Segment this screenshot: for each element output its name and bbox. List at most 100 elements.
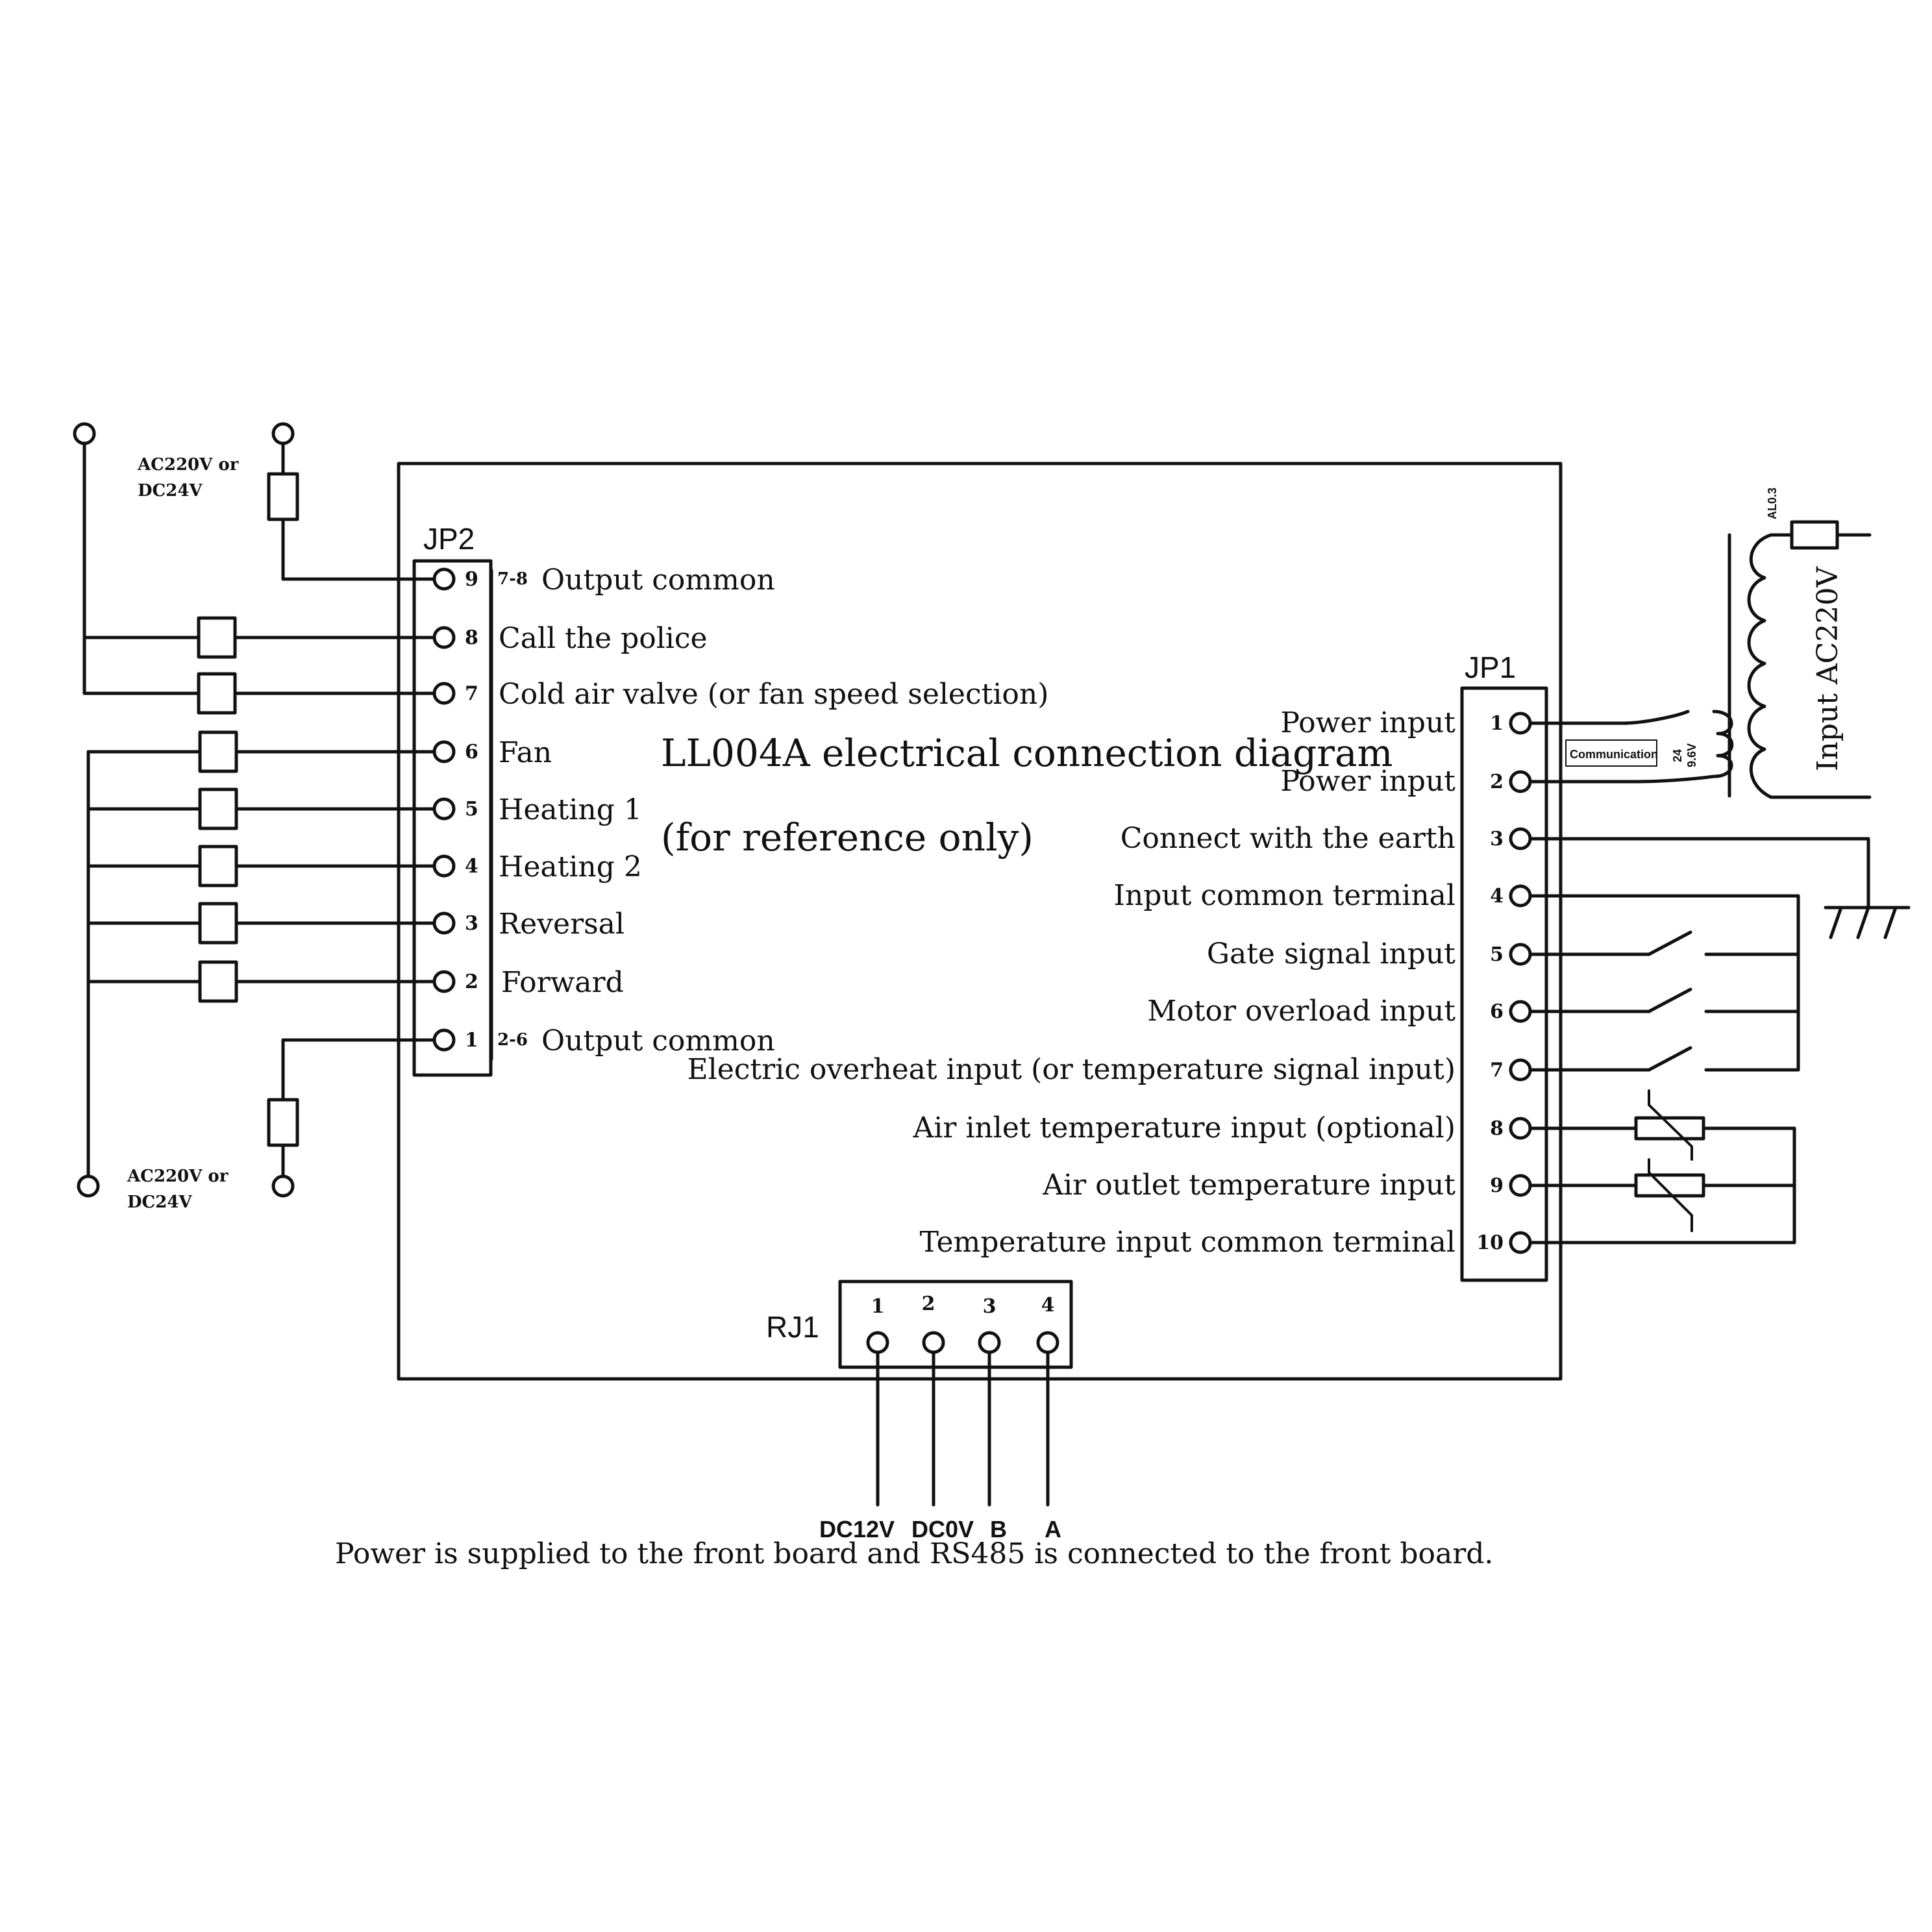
rj1-signal: A xyxy=(1045,1516,1061,1542)
jp1-pin-label: Air outlet temperature input xyxy=(1042,1169,1455,1202)
jp1-terminal-10 xyxy=(1509,1231,1532,1254)
load-5 xyxy=(198,787,238,830)
jp1-pin-label: Power input xyxy=(1280,706,1455,739)
jp1-terminal-1 xyxy=(1509,712,1532,735)
jp2-terminals xyxy=(432,567,456,1052)
jp1-terminal-7 xyxy=(1509,1058,1532,1082)
jp2-terminal-6 xyxy=(432,740,456,763)
rj1-pin-num: 4 xyxy=(1041,1294,1055,1317)
jp1-connector xyxy=(1460,686,1548,1282)
jp1-pin-label: Connect with the earth xyxy=(1121,822,1455,855)
sensor-inlet xyxy=(1634,1116,1705,1141)
jp1-pin-label: Motor overload input xyxy=(1147,995,1455,1028)
jp2-pin-label: Heating 2 xyxy=(499,850,642,884)
jp1-terminals xyxy=(1509,712,1532,1254)
rj1-terminal-4 xyxy=(1036,1331,1059,1354)
jp2-connector xyxy=(412,559,493,1077)
comm-voltage-1: 24 xyxy=(1671,749,1684,762)
comm-voltage-2: 9.6V xyxy=(1685,743,1698,767)
supply-terminal-top-right xyxy=(271,422,295,445)
jp2-terminal-1 xyxy=(432,1028,456,1052)
jp1-pin-num: 10 xyxy=(1476,1232,1504,1254)
jp1-pin-num: 1 xyxy=(1490,712,1504,735)
power-note-bottom: DC24V xyxy=(127,1193,192,1212)
rj1-pin-num: 3 xyxy=(983,1295,997,1318)
jp1-pin-num: 2 xyxy=(1490,771,1504,793)
jp2-pin-num: 1 xyxy=(465,1029,478,1052)
diagram-footer: Power is supplied to the front board and… xyxy=(335,1537,1493,1570)
rj1-label: RJ1 xyxy=(766,1310,819,1344)
jp1-pin-num: 9 xyxy=(1490,1174,1504,1197)
transformer-winding xyxy=(1747,533,1773,799)
jp2-terminal-3 xyxy=(432,911,456,935)
jp2-pin-numbers: 9 8 7 6 5 4 3 2 1 xyxy=(465,568,478,1052)
supply-terminal-top-left xyxy=(73,422,96,445)
jp2-pin-num: 6 xyxy=(465,741,478,763)
jp2-terminal-7 xyxy=(432,682,456,705)
jp2-terminal-4 xyxy=(432,854,456,878)
rj1-pin-numbers: 1 2 3 4 xyxy=(871,1293,1055,1318)
jp1-terminal-9 xyxy=(1509,1174,1532,1197)
jp1-terminal-2 xyxy=(1509,770,1532,793)
jp2-pin-num: 7 xyxy=(465,682,478,705)
diagram-title: LL004A electrical connection diagram xyxy=(661,731,1393,775)
fuse-bottom xyxy=(267,1098,299,1147)
jp1-terminal-3 xyxy=(1509,827,1532,850)
relay-loads xyxy=(82,616,436,1003)
jp1-label: JP1 xyxy=(1465,650,1516,684)
rj1-connector xyxy=(838,1280,1073,1369)
jp1-pin-num: 5 xyxy=(1490,943,1504,966)
jp2-pin-label: Cold air valve (or fan speed selection) xyxy=(499,678,1048,711)
jp2-pin-label: Fan xyxy=(499,736,552,769)
rj1-signal: DC12V xyxy=(819,1516,895,1542)
transformer-fuse xyxy=(1790,520,1839,550)
transformer-fuse-label: AL0.3 xyxy=(1766,488,1779,519)
jp1-pin-label: Air inlet temperature input (optional) xyxy=(912,1111,1455,1145)
jp2-terminal-8 xyxy=(432,626,456,649)
communication-label: Communication xyxy=(1570,748,1658,761)
transformer-input-label: Input AC220V xyxy=(1811,566,1844,771)
input-switches xyxy=(1528,930,1800,1072)
jp2-pin-num: 8 xyxy=(465,626,478,649)
rj1-pin-num: 2 xyxy=(922,1293,935,1315)
jp1-pin-num: 6 xyxy=(1490,1000,1504,1023)
jp1-pin-num: 3 xyxy=(1490,828,1504,850)
jp1-terminal-6 xyxy=(1509,1000,1532,1023)
jp2-pin-num: 5 xyxy=(465,798,478,821)
supply-terminal-bottom-right xyxy=(271,1174,295,1198)
earth-ground-symbol xyxy=(1824,906,1911,939)
power-note-bottom: AC220V or xyxy=(127,1167,229,1186)
rj1-terminals xyxy=(866,1331,1059,1507)
rj1-signal: DC0V xyxy=(911,1516,974,1542)
rj1-pin-num: 1 xyxy=(871,1295,885,1318)
rj1-terminal-1 xyxy=(866,1331,889,1354)
jp2-pin-num: 3 xyxy=(465,912,478,935)
communication-label-box xyxy=(1565,739,1657,767)
jp2-pin-num: 9 xyxy=(465,568,478,591)
jp2-terminal-2 xyxy=(432,970,456,993)
load-6 xyxy=(198,730,238,773)
rj1-signal: B xyxy=(990,1516,1007,1542)
supply-terminal-bottom-left xyxy=(77,1174,100,1198)
jp2-note-bottom: 2-6 xyxy=(497,1030,528,1050)
jp2-pin-label: Output common xyxy=(541,564,775,597)
jp2-terminal-9 xyxy=(432,567,456,591)
power-note-top: AC220V or xyxy=(137,455,239,475)
fuse-top xyxy=(267,472,299,521)
temperature-sensors xyxy=(1528,1089,1796,1245)
jp1-pin-labels: Power input Power input Connect with the… xyxy=(687,706,1456,1259)
power-note-top: DC24V xyxy=(138,481,203,501)
jp2-pin-label: Heating 1 xyxy=(499,793,642,826)
comm-coil xyxy=(1712,710,1734,778)
load-7 xyxy=(197,672,237,715)
jp1-pin-label: Input common terminal xyxy=(1114,879,1455,912)
jp2-pin-label: Forward xyxy=(501,966,624,999)
jp1-terminal-8 xyxy=(1509,1117,1532,1140)
load-8 xyxy=(197,616,237,659)
jp1-pin-label: Electric overheat input (or temperature … xyxy=(687,1053,1455,1086)
load-3 xyxy=(198,902,238,945)
load-2 xyxy=(198,960,238,1003)
jp1-pin-label: Power input xyxy=(1280,765,1455,798)
jp2-pin-num: 2 xyxy=(465,971,478,993)
jp2-pin-label: Call the police xyxy=(499,622,708,655)
